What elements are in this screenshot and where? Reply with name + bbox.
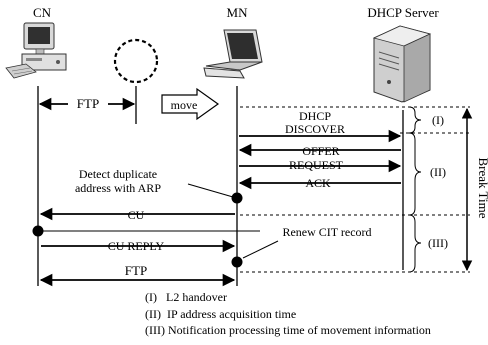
desktop-computer-icon — [5, 22, 67, 79]
dhcp-server-label: DHCP Server — [367, 5, 439, 20]
arp-check-dot — [231, 192, 243, 204]
legend-item-phase-2: (II) IP address acquisition time — [145, 306, 297, 321]
dhcp-label-line1: DHCP — [299, 109, 331, 123]
renew-cit-label: Renew CIT record — [282, 225, 371, 239]
legend: (I) L2 handover (II) IP address acquisit… — [145, 289, 485, 339]
move-block-arrow — [161, 87, 220, 121]
offer-label: OFFER — [302, 144, 339, 158]
phase-2-brace — [408, 132, 422, 216]
laptop-icon — [203, 29, 263, 79]
phase-3-brace — [408, 214, 422, 273]
phase-1-label: (I) — [432, 113, 444, 127]
break-time-label-bg — [472, 150, 486, 226]
phase-3-label: (III) — [428, 236, 448, 250]
cn-processing-dot — [32, 225, 44, 237]
dhcp-label-line2: DISCOVER — [285, 122, 345, 136]
move-label: move — [171, 98, 198, 112]
request-label: REQUEST — [289, 158, 344, 172]
phase-1-brace — [408, 106, 422, 134]
cu-label: CU — [128, 208, 145, 222]
legend-item-phase-3: (III) Notification processing time of mo… — [145, 323, 431, 337]
break-time-label: Break Time — [476, 157, 488, 218]
server-tower-icon — [372, 25, 432, 103]
ftp-bottom-label: FTP — [125, 263, 147, 278]
mn-label: MN — [227, 5, 249, 20]
cn-label: CN — [33, 5, 52, 20]
phase-2-label: (II) — [430, 165, 446, 179]
detect-duplicate-line2: address with ARP — [75, 181, 161, 195]
mn-renew-dot — [231, 256, 243, 268]
ftp-top-label: FTP — [77, 96, 99, 111]
legend-item-phase-1: (I) L2 handover — [145, 290, 227, 304]
previous-position-circle — [113, 38, 159, 84]
detect-duplicate-pointer — [187, 183, 234, 198]
ftp-top-label-bg — [68, 95, 108, 112]
renew-cit-pointer — [242, 240, 279, 259]
detect-duplicate-line1: Detect duplicate — [79, 167, 157, 181]
